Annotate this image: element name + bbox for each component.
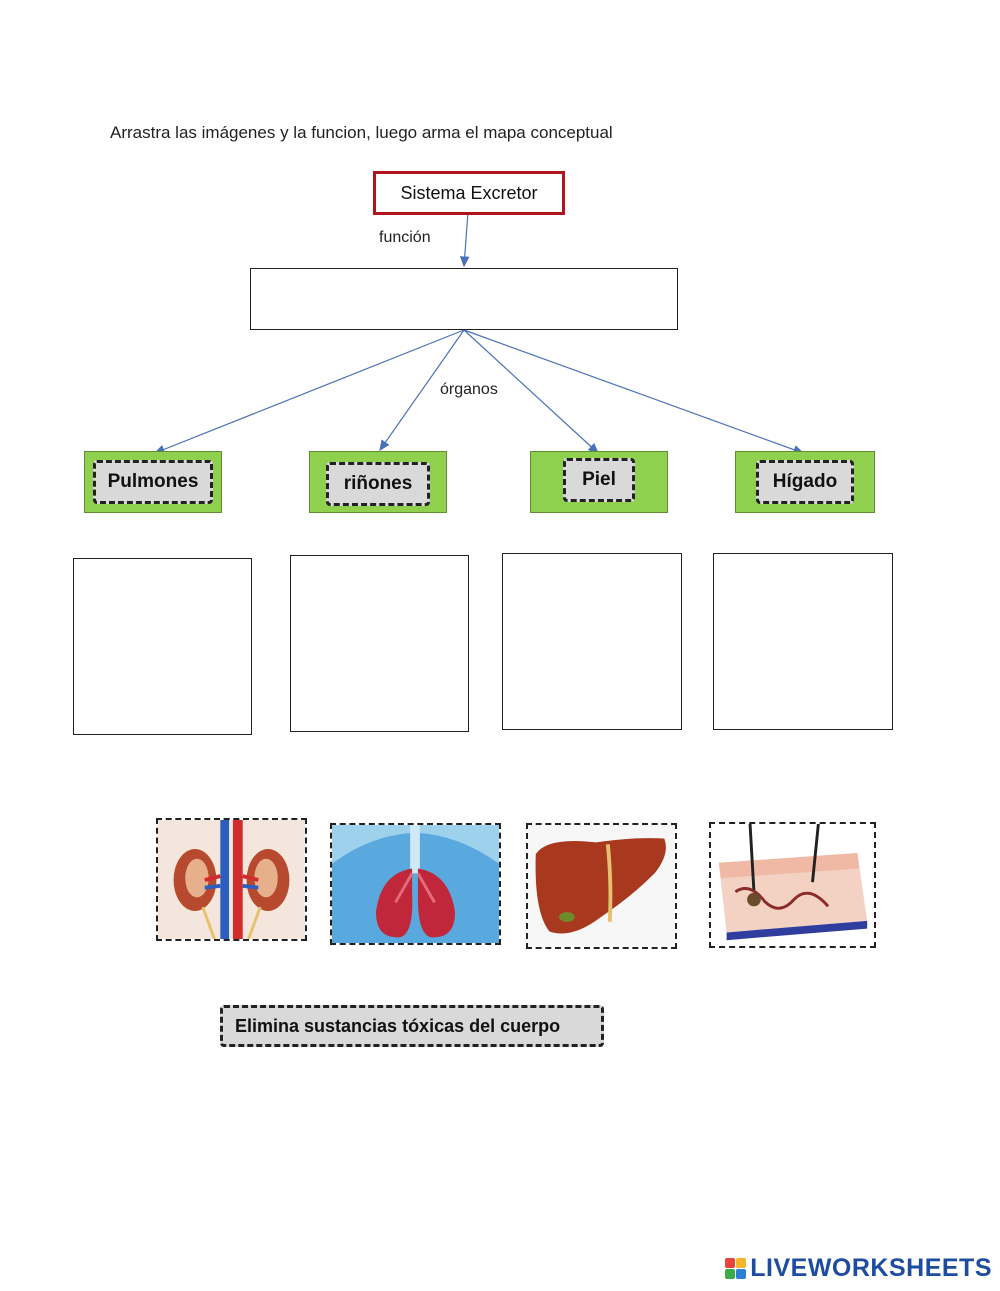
instruction-text: Arrastra las imágenes y la funcion, lueg… [110,123,613,142]
organ-node-pulmones: Pulmones [84,451,222,513]
brand-footer: LIVEWORKSHEETS [725,1254,992,1283]
concept-map-arrows [153,211,805,455]
kidneys-image[interactable] [156,818,307,941]
brand-logo-icon [725,1258,747,1279]
connector-label-organos: órganos [440,381,498,398]
arrow-to-higado [463,329,805,455]
organ-chip-higado[interactable]: Hígado [756,460,854,504]
image-drop-zone-1[interactable] [73,558,252,735]
arrow-to-piel [463,329,599,454]
lungs-image[interactable] [330,823,501,945]
root-node-sistema-excretor: Sistema Excretor [373,171,565,215]
brand-name: LIVEWORKSHEETS [750,1254,992,1282]
organ-node-piel: Piel [530,451,668,513]
function-chip[interactable]: Elimina sustancias tóxicas del cuerpo [220,1005,604,1047]
arrow-to-pulmones [153,329,465,454]
arrow-to-funcion [459,211,470,268]
skin-image[interactable] [709,822,876,948]
organ-chip-piel[interactable]: Piel [563,458,635,502]
image-drop-zone-3[interactable] [502,553,682,730]
organ-chip-pulmones[interactable]: Pulmones [93,460,213,504]
image-drop-zone-4[interactable] [713,553,893,730]
connector-label-funcion: función [379,229,431,246]
organ-node-rinones: riñones [309,451,447,513]
arrow-to-rinones [379,329,465,451]
organ-chip-rinones[interactable]: riñones [326,462,430,506]
image-drop-zone-2[interactable] [290,555,469,732]
function-drop-zone[interactable] [250,268,678,330]
organ-node-higado: Hígado [735,451,875,513]
liver-image[interactable] [526,823,677,949]
